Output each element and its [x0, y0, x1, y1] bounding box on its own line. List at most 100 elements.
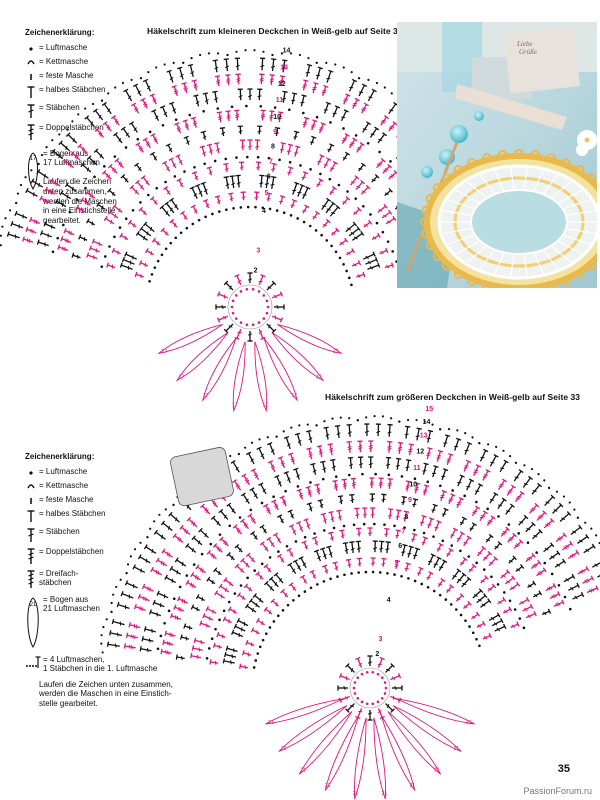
chain-dot	[486, 507, 489, 511]
stitch-mark	[214, 60, 218, 73]
stitch-mark	[90, 247, 100, 253]
stitch-mark	[110, 632, 123, 637]
photo-doily-picot	[586, 260, 597, 271]
chain-dot	[103, 255, 107, 258]
stitch-top	[328, 531, 334, 535]
stitch-bar	[259, 77, 264, 80]
stitch-mark	[221, 127, 225, 137]
stitch-top	[121, 256, 126, 263]
legend-item-half-double: = halbes Stäbchen	[25, 85, 117, 99]
stitch-top	[78, 234, 82, 240]
chain-dot	[275, 435, 278, 438]
stitch-mark	[427, 518, 433, 529]
stitch-mark	[72, 254, 81, 259]
stitch-mark	[129, 221, 137, 228]
stitch-bar	[378, 162, 383, 165]
stitch-mark	[382, 558, 385, 567]
svg-text:Grüße: Grüße	[519, 48, 537, 56]
stitch-bar	[302, 562, 307, 567]
stitch-top	[360, 230, 365, 236]
stitch-bar	[533, 563, 538, 567]
stitch-top	[63, 228, 67, 234]
stitch-bar	[138, 145, 142, 150]
stitch-bar	[356, 185, 361, 189]
chain-dot	[346, 190, 349, 193]
chain-dot	[478, 442, 481, 445]
stitch-mark	[220, 510, 229, 520]
stitch-mark	[247, 554, 256, 563]
stitch-bar	[355, 513, 360, 517]
stitch-bar	[218, 117, 223, 121]
stitch-top	[14, 210, 18, 216]
chain-dot	[71, 120, 74, 123]
stitch-bar	[378, 483, 383, 486]
stitch-mark	[214, 91, 218, 103]
stitch-mark	[380, 541, 383, 553]
stitch-top	[279, 291, 284, 297]
stitch-top	[202, 92, 209, 95]
stitch-top	[36, 239, 40, 245]
chain-dot	[314, 229, 318, 232]
stitch-bar	[90, 121, 94, 126]
stitch-top	[360, 179, 366, 185]
stitch-bar	[362, 513, 368, 516]
stitch-bar	[384, 192, 389, 196]
chain-dot	[239, 206, 243, 209]
stitch-top	[165, 143, 171, 147]
stitch-bar	[351, 481, 356, 485]
stitch-top	[259, 524, 265, 529]
chain-dot	[172, 597, 176, 601]
stitch-mark	[275, 127, 279, 137]
chain-dot	[205, 657, 209, 660]
chain-dot	[256, 652, 260, 655]
stitch-top	[542, 567, 547, 573]
stitch-bar	[198, 190, 203, 195]
stitch-mark	[472, 590, 482, 599]
stitch-bar	[237, 279, 242, 284]
chain-dot	[280, 52, 283, 55]
chain-dot	[537, 472, 540, 476]
photo-doily-spoke	[523, 166, 528, 191]
stitch-top	[406, 459, 412, 462]
stitch-bar	[364, 430, 369, 433]
stitch-top	[562, 532, 567, 538]
loop-petal	[324, 715, 360, 791]
photo-doily-picot	[481, 280, 492, 288]
loop-count-label: 21	[466, 720, 472, 726]
stitch-mark	[285, 437, 291, 450]
stitch-top	[269, 110, 275, 113]
stitch-mark	[44, 223, 56, 229]
stitch-top	[304, 204, 310, 209]
chain-dot	[266, 436, 269, 439]
stitch-top	[355, 656, 361, 661]
stitch-bar	[322, 223, 327, 227]
chain-dot	[108, 245, 111, 248]
stitch-top	[299, 574, 306, 579]
stitch-top	[266, 536, 272, 541]
stitch-mark	[377, 658, 383, 668]
stitch-mark	[384, 264, 393, 269]
photo-doily-picot	[453, 164, 464, 175]
chain-dot	[543, 479, 546, 482]
stitch-mark	[167, 144, 173, 153]
stitch-bar	[356, 148, 361, 151]
stitch-mark	[294, 146, 299, 157]
stitch-mark	[248, 453, 255, 465]
chain-dot	[298, 53, 301, 57]
stitch-bar	[146, 85, 151, 90]
stitch-mark	[271, 293, 282, 299]
photo-doily-spoke	[533, 252, 545, 276]
stitch-bar	[193, 83, 198, 87]
stitch-bar	[404, 433, 409, 436]
stitch-top	[137, 554, 142, 560]
stitch-bar	[262, 488, 266, 493]
stitch-top	[139, 646, 142, 652]
stitch-bar	[91, 221, 94, 226]
stitch-top	[193, 94, 199, 97]
chain-dot	[93, 175, 96, 179]
stitch-top	[538, 590, 543, 596]
stitch-top	[206, 143, 213, 147]
stitch-top	[190, 653, 193, 659]
stitch-bar	[274, 132, 279, 135]
